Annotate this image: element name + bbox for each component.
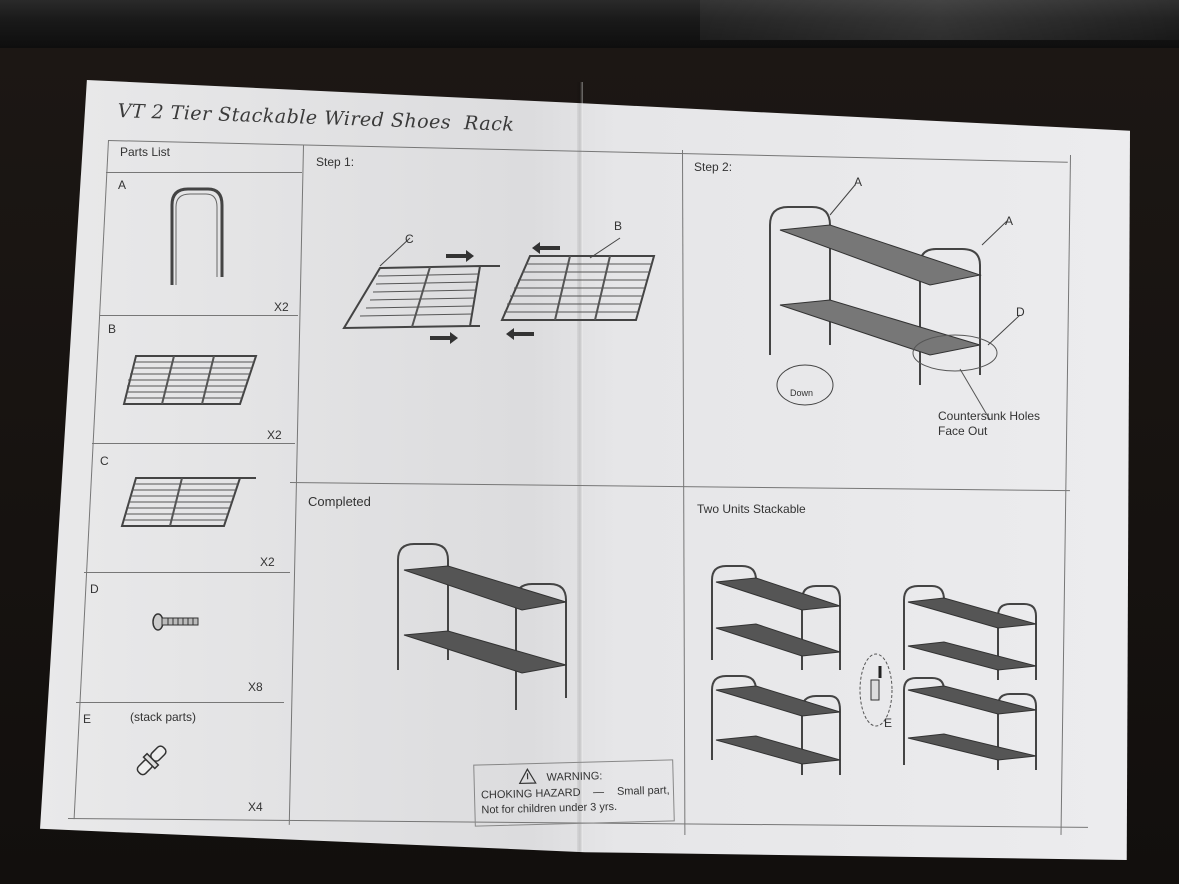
parts-row-divider: [84, 572, 290, 573]
stackable-left-diagram: [711, 565, 841, 775]
warning-age-note: Not for children under 3 yrs.: [481, 800, 618, 817]
warning-small-part: Small part,: [616, 784, 670, 798]
part-e-qty: X4: [248, 800, 263, 814]
part-b-id: B: [108, 322, 117, 336]
parts-row-divider: [92, 443, 295, 444]
step1-heading: Step 1:: [316, 155, 355, 169]
side-frame-icon: [170, 187, 224, 285]
step1-label-b: B: [614, 219, 623, 233]
completed-rack-diagram: [397, 543, 567, 710]
parts-row-divider: [100, 315, 298, 316]
step2-label-d: D: [1016, 305, 1025, 319]
step2-label-a-top: A: [854, 175, 863, 189]
countersunk-note-line2: Face Out: [938, 424, 988, 438]
callout-down: Down: [790, 388, 814, 398]
step2-heading: Step 2:: [694, 160, 733, 174]
part-c-id: C: [100, 454, 109, 468]
stackable-label-e: E: [884, 716, 893, 730]
stack-connector-icon: [136, 745, 167, 776]
countersunk-note-line1: Countersunk Holes: [938, 409, 1041, 423]
parts-row-divider: [76, 702, 284, 703]
step1-diagram: [342, 237, 656, 344]
screw-icon: [152, 613, 199, 631]
part-b-qty: X2: [267, 428, 282, 442]
choking-hazard-warning: WARNING: CHOKING HAZARD — Small part, No…: [473, 759, 675, 827]
step2-rack-diagram: [769, 184, 1021, 421]
part-e-id: E: [83, 712, 92, 726]
warning-title: WARNING:: [546, 770, 603, 784]
stackable-right-diagram: [903, 585, 1037, 770]
part-a-id: A: [118, 178, 127, 192]
part-d-id: D: [90, 582, 99, 596]
warning-hazard: CHOKING HAZARD: [480, 786, 581, 802]
parts-row-divider: [106, 172, 302, 173]
warning-dash: —: [592, 786, 605, 799]
completed-heading: Completed: [308, 494, 371, 509]
part-e-note: (stack parts): [130, 710, 197, 724]
part-a-qty: X2: [274, 300, 289, 314]
stackable-heading: Two Units Stackable: [697, 502, 806, 516]
parts-list-heading: Parts List: [120, 145, 171, 159]
extendable-shelf-icon: [120, 477, 256, 527]
wire-shelf-icon: [122, 355, 258, 405]
stack-connector-detail: [859, 653, 893, 727]
plastic-wrap-background: [0, 0, 1179, 48]
step2-label-a-right: A: [1005, 214, 1014, 228]
part-c-qty: X2: [260, 555, 275, 569]
part-d-qty: X8: [248, 680, 263, 694]
warning-triangle-icon: [518, 768, 537, 785]
paper-fold-crease: [577, 82, 583, 852]
